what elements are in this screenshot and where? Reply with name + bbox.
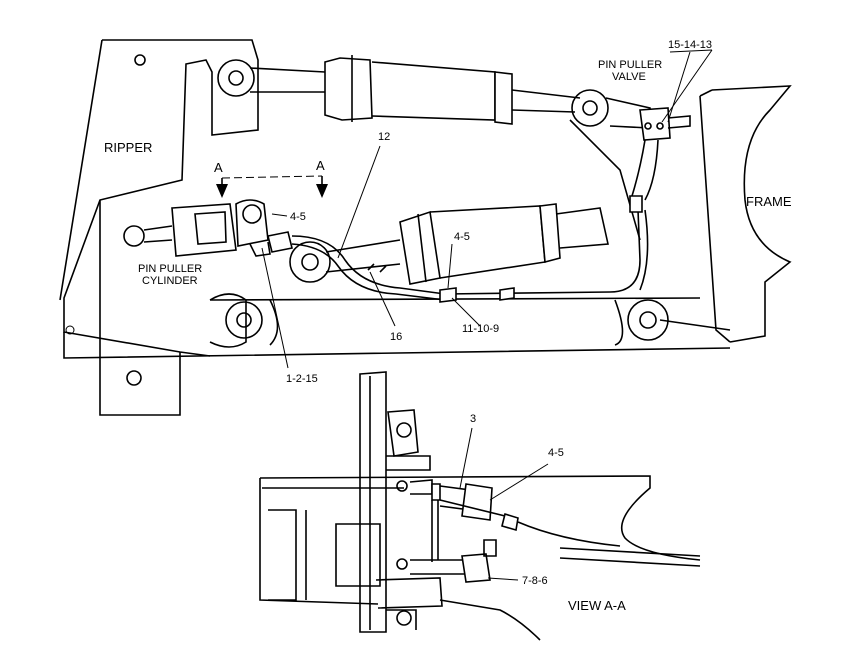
callout-3: 3 <box>470 413 476 425</box>
callout-16: 16 <box>390 331 402 343</box>
view-aa-section <box>259 371 701 641</box>
section-a-left-label: A <box>214 160 223 175</box>
view-aa-label: VIEW A-A <box>568 598 626 613</box>
pin-puller-cylinder-label-line1: PIN PULLER <box>138 263 202 275</box>
pin-puller-cylinder-label-line2: CYLINDER <box>142 275 198 287</box>
pin-puller-valve-label-line2: VALVE <box>612 71 646 83</box>
ripper-label: RIPPER <box>104 140 152 155</box>
callout-11-10-9: 11-10-9 <box>462 323 499 335</box>
callout-4-5-mid: 4-5 <box>454 231 470 243</box>
section-a-right-label: A <box>316 158 325 173</box>
frame-label: FRAME <box>746 194 792 209</box>
pin-puller-valve-label-line1: PIN PULLER <box>598 59 662 71</box>
ripper-assembly-side-view <box>59 39 792 416</box>
callout-7-8-6: 7-8-6 <box>522 575 548 587</box>
callout-4-5-lower: 4-5 <box>548 447 564 459</box>
callout-12: 12 <box>378 131 390 143</box>
callout-4-5-upper: 4-5 <box>290 211 306 223</box>
callout-1-2-15: 1-2-15 <box>286 373 318 385</box>
callout-15-14-13: 15-14-13 <box>668 39 712 51</box>
